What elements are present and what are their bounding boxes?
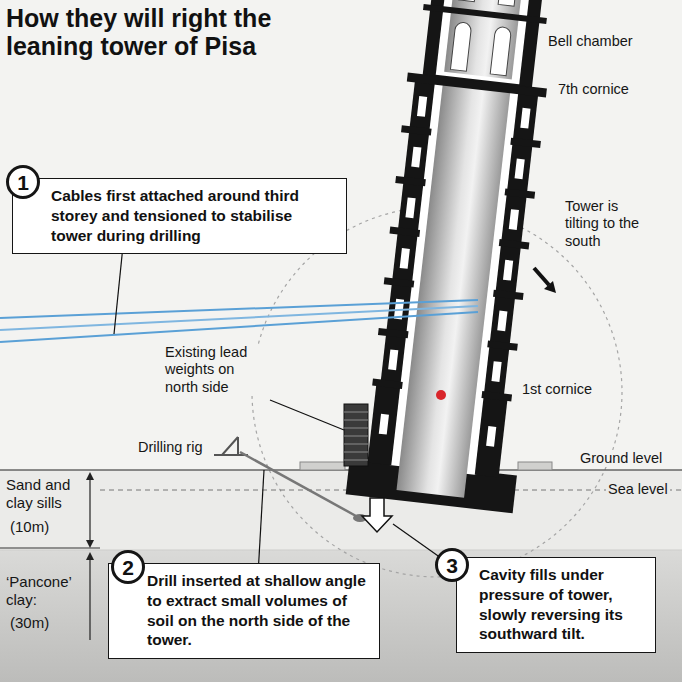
part-label: Sand and clay sills (4, 476, 90, 512)
part-label: Existing lead weights on north side (163, 344, 271, 396)
title: How they will right the leaning tower of… (6, 4, 306, 60)
piazza-edge (518, 462, 552, 470)
piazza-edge (300, 462, 345, 470)
callout-number: 3 (446, 555, 458, 576)
part-label: Ground level (578, 450, 664, 467)
bell-chamber-pillar (519, 0, 545, 87)
callout-box: 3Cavity fills under pressure of tower, s… (456, 557, 656, 653)
settlement-arrow (362, 498, 392, 532)
callout-number: 1 (17, 172, 29, 193)
gallery-windows (379, 96, 533, 447)
part-label: (10m) (8, 518, 51, 536)
bell-arches (458, 0, 518, 6)
lead-weights (344, 404, 368, 466)
leader-line (258, 470, 264, 575)
dimension-line (89, 556, 90, 640)
tilt-arrowhead (544, 281, 556, 293)
drill (240, 452, 356, 516)
callout-circle: 3 (435, 548, 469, 582)
part-label: 1st cornice (520, 381, 594, 398)
dimension-arrowhead (86, 472, 94, 480)
part-label: (30m) (8, 614, 51, 632)
callout-text: Cables first attached around third store… (51, 186, 336, 245)
callout-box: 2Drill inserted at shallow angle to extr… (108, 563, 380, 659)
callout-text: Drill inserted at shallow angle to extra… (147, 571, 369, 650)
callout-circle: 1 (6, 165, 40, 199)
dimension-arrowhead (86, 552, 94, 560)
lead-weight-lines (344, 412, 368, 460)
centre-of-gravity (436, 390, 446, 400)
bell-cornice (423, 4, 547, 24)
cable (0, 312, 478, 342)
part-label: Drilling rig (136, 439, 204, 456)
part-label: 7th cornice (556, 81, 631, 98)
tilt-arrow (534, 268, 549, 285)
dimension-line (89, 476, 90, 544)
bell-arches (450, 22, 511, 76)
dimension-tick (0, 548, 100, 549)
callout-circle: 2 (111, 550, 145, 584)
part-label: Sea level (606, 481, 670, 498)
background (0, 0, 682, 470)
callout-text: Cavity fills under pressure of tower, sl… (479, 565, 647, 644)
leaning-tower (346, 0, 576, 513)
part-label: Bell chamber (546, 33, 635, 50)
lead-weight-stack (344, 404, 368, 466)
clay-layer (0, 550, 682, 682)
layer-boundary (0, 550, 682, 551)
part-label: ‘Pancone’ clay: (4, 573, 90, 609)
leader-line (270, 400, 344, 430)
part-label: Tower is tilting to the south (563, 198, 649, 250)
callout-number: 2 (122, 557, 134, 578)
cornices (372, 125, 541, 401)
callout-box: 1Cables first attached around third stor… (12, 178, 347, 254)
dimension-arrowhead (86, 540, 94, 548)
